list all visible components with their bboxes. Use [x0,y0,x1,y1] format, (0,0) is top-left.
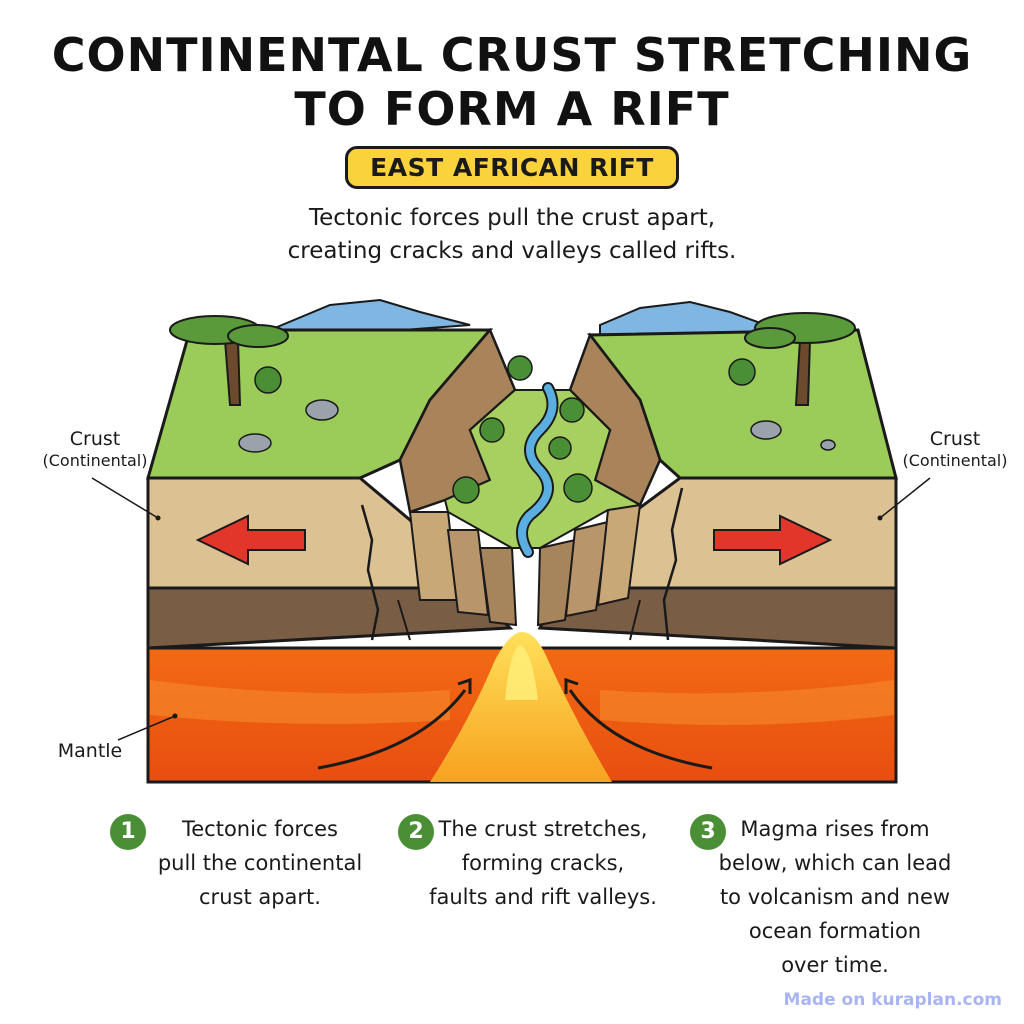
crack-left-1 [360,504,380,641]
step-3-line-3: to volcanism and new [719,885,951,909]
arrow-right-icon [713,514,833,566]
fault-block-5 [564,520,610,618]
rock-right-2 [820,439,836,451]
subtitle-line-2: creating cracks and valleys called rifts… [287,238,737,264]
step-3-line-4: ocean formation [748,919,922,943]
step-3-text: Magma rises from below, which can lead t… [700,812,970,982]
location-badge: EAST AFRICAN RIFT [345,146,679,189]
crack-left-2 [397,599,411,641]
fault-block-2 [446,529,490,617]
step-3-line-5: over time. [781,953,889,977]
step-3: 3 Magma rises from below, which can lead… [690,812,970,982]
step-3-line-1: Magma rises from [740,817,930,841]
crack-right-2 [629,599,641,641]
crack-right-1 [662,487,684,641]
label-crust-right: Crust (Continental) [890,428,1020,472]
step-1-line-2: pull the continental [157,851,363,875]
subtitle: Tectonic forces pull the crust apart, cr… [0,202,1024,268]
footer-credit[interactable]: Made on kuraplan.com [783,990,1002,1010]
step-1-line-1: Tectonic forces [182,817,338,841]
mantle-band-right [600,680,894,725]
flow-arrow-right-icon [568,689,713,770]
valley-trees [452,355,593,504]
river-water [518,384,557,556]
step-2-line-3: faults and rift valleys. [429,885,657,909]
bush-right [728,358,756,386]
rock-left-1 [305,399,339,421]
magma-plume [430,632,612,782]
step-3-line-2: below, which can lead [718,851,952,875]
step-2-text: The crust stretches, forming cracks, fau… [408,812,678,914]
leader-crust-left [91,477,159,519]
leader-crust-left-dot [155,515,161,521]
step-2-number-badge: 2 [398,814,434,850]
leader-mantle-dot [172,713,178,719]
fault-block-3 [478,547,518,627]
acacia-tree-left [169,315,289,406]
flow-arrow-left-icon [317,689,467,770]
rock-left-2 [238,433,272,453]
fault-block-4 [536,538,577,627]
diagram-title: CONTINENTAL CRUST STRETCHING TO FORM A R… [0,28,1024,136]
arrow-left-icon [195,514,306,566]
bush-left [254,366,282,394]
rock-right-1 [750,420,782,440]
step-1: 1 Tectonic forces pull the continental c… [110,812,390,914]
leader-mantle [117,715,176,741]
label-crust-right-main: Crust [929,428,981,450]
step-1-number-badge: 1 [110,814,146,850]
badge-wrap: EAST AFRICAN RIFT [0,146,1024,189]
mantle-band [150,680,450,724]
flow-arrow-right-head [564,677,579,694]
flow-arrow-left-head [457,677,472,694]
title-line-2: TO FORM A RIFT [294,82,730,136]
label-crust-right-sub: (Continental) [902,451,1008,470]
leader-crust-right [879,477,931,519]
step-2-line-1: The crust stretches, [438,817,648,841]
label-crust-left-sub: (Continental) [42,451,148,470]
title-line-1: CONTINENTAL CRUST STRETCHING [51,28,973,82]
step-3-number-badge: 3 [690,814,726,850]
step-2-line-2: forming cracks, [461,851,625,875]
step-2: 2 The crust stretches, forming cracks, f… [398,812,678,914]
label-crust-left: Crust (Continental) [30,428,160,472]
label-crust-left-main: Crust [69,428,121,450]
step-1-text: Tectonic forces pull the continental cru… [130,812,390,914]
subtitle-line-1: Tectonic forces pull the crust apart, [308,205,716,231]
magma-core [505,645,538,700]
step-1-line-3: crust apart. [199,885,321,909]
leader-crust-right-dot [877,515,883,521]
acacia-tree-right [744,312,856,406]
label-mantle: Mantle [57,740,123,762]
